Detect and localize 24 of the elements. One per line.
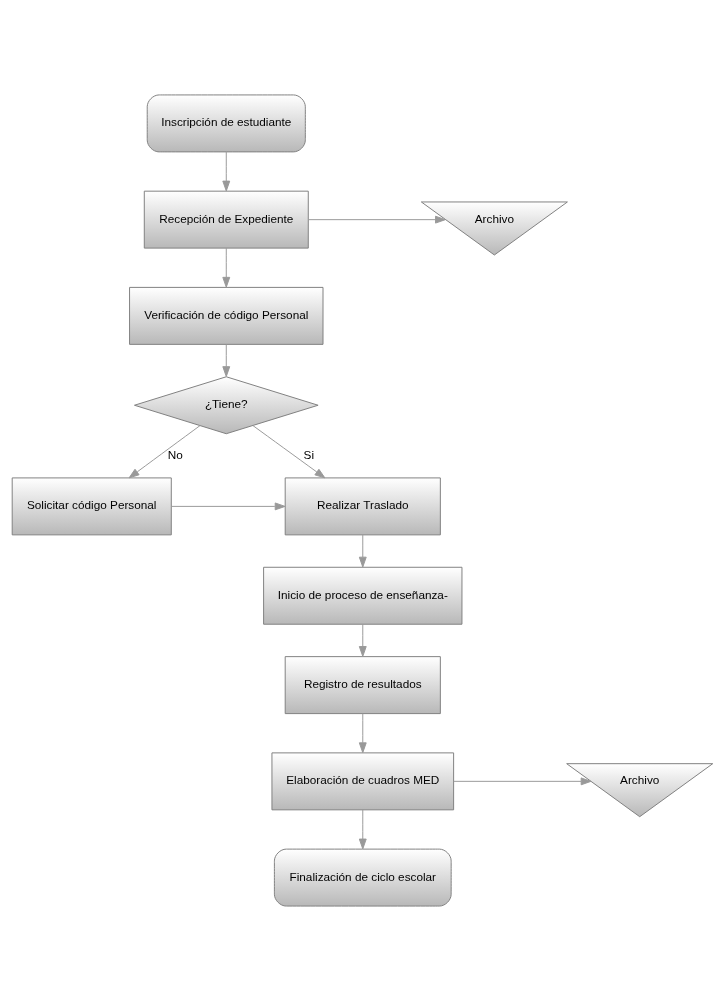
arrow: [358, 534, 367, 568]
arrow: [252, 425, 326, 479]
node-box: Elaboración de cuadros MED: [271, 752, 455, 811]
node-box: Finalización de ciclo escolar: [273, 848, 452, 907]
arrow: [128, 425, 201, 479]
node-box: Verificación de código Personal: [129, 286, 324, 345]
node-box: Recepción de Expediente: [143, 190, 309, 249]
arrow: [170, 502, 286, 511]
arrow: [358, 809, 367, 850]
arrow: [222, 247, 231, 288]
node-box: Inscripción de estudiante: [146, 94, 306, 153]
node-box: Registro de resultados: [284, 656, 441, 715]
arrow: [358, 623, 367, 657]
node-box: Solicitar código Personal: [11, 477, 172, 536]
edge-label: Si: [303, 447, 314, 461]
node-box: Realizar Traslado: [284, 477, 441, 536]
edge-label: No: [167, 447, 183, 461]
arrow: [222, 151, 231, 192]
arrow: [222, 344, 231, 377]
arrow: [308, 215, 446, 224]
node-diamond: ¿Tiene?: [133, 376, 319, 435]
arrow: [453, 777, 592, 786]
node-box: Inicio de proceso de enseñanza-: [263, 566, 463, 625]
arrow: [358, 713, 367, 754]
